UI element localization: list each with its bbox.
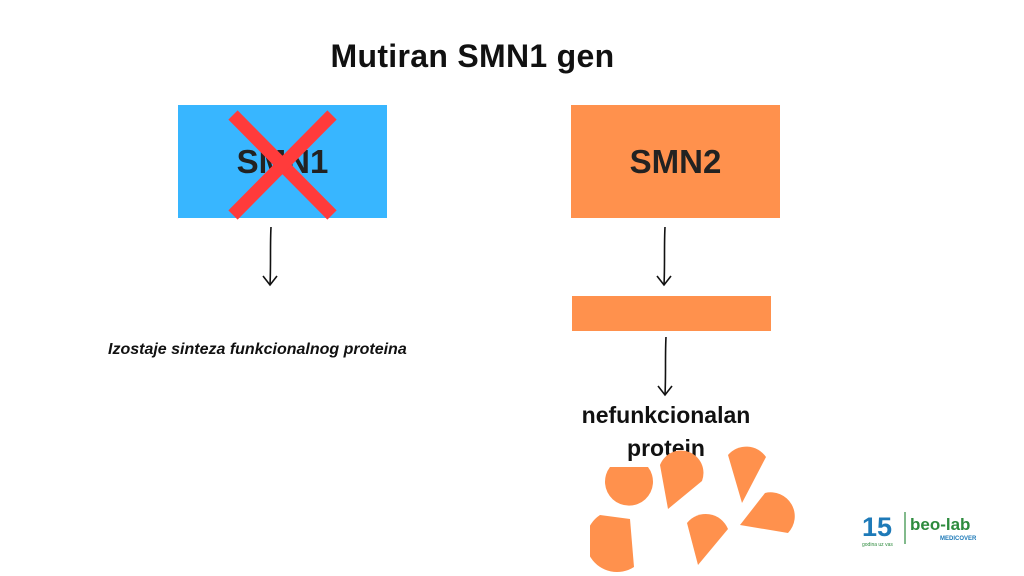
protein-fragment [740,492,795,533]
arrow-down-icon [657,336,673,397]
nonfunctional-protein-line1: nefunkcionalan [581,402,751,428]
protein-fragment [590,515,634,573]
logo-sub-brand: MEDICOVER [940,536,977,542]
logo-tagline: godina uz vas [862,542,893,548]
diagram-title: Mutiran SMN1 gen [330,38,615,74]
beo-lab-logo: 15 godina uz vas beo-lab MEDICOVER [860,508,995,552]
protein-fragment [728,446,766,503]
arrow-down-icon [262,226,278,287]
protein-fragment [660,450,704,509]
no-synthesis-caption: Izostaje sinteza funkcionalnog proteina [108,341,407,358]
arrow-down-icon [656,226,672,287]
smn2-transcript-bar [572,296,771,331]
protein-fragment [687,513,728,565]
logo-brand: beo-lab [910,515,970,534]
logo-number: 15 [862,512,892,542]
protein-fragments-icon [590,446,795,573]
smn2-gene-box: SMN2 [571,105,780,218]
smn2-label: SMN2 [629,142,722,180]
protein-fragment [605,467,653,506]
red-cross-icon [228,110,337,220]
